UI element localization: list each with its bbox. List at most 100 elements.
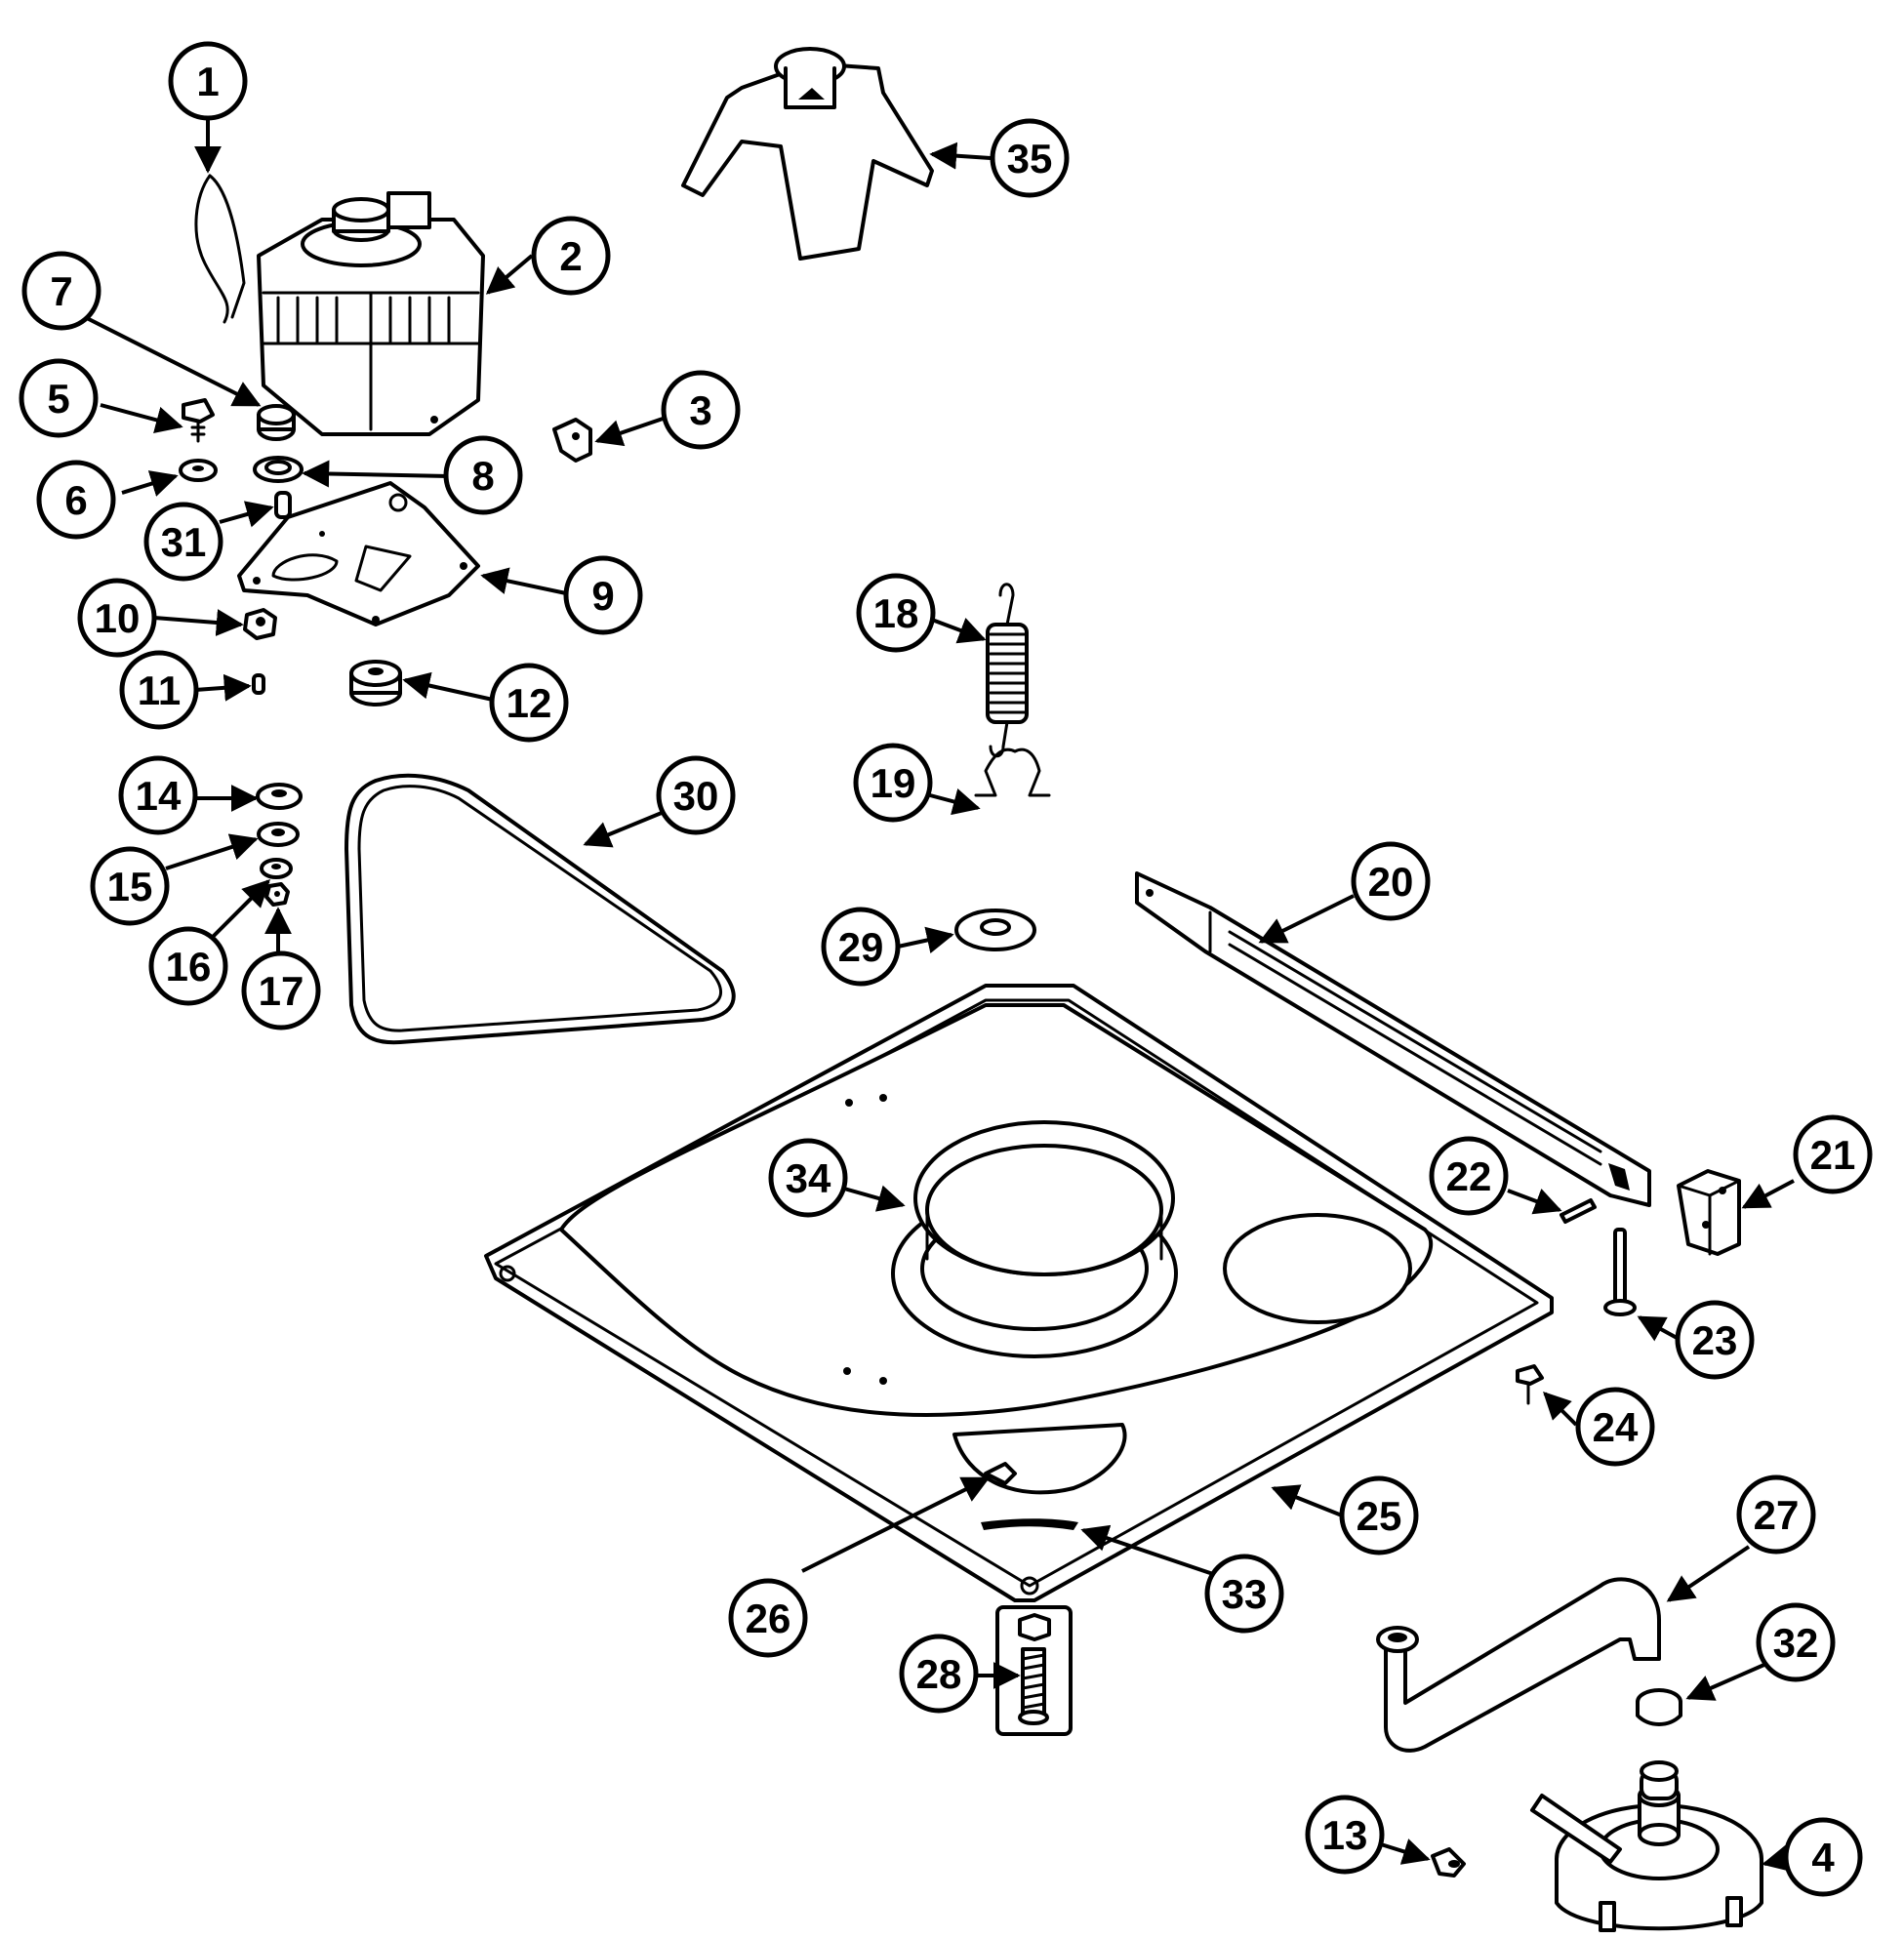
callout-2: 2: [531, 216, 611, 296]
leader-3: [594, 415, 669, 447]
callout-21-label: 21: [1810, 1132, 1856, 1178]
leader-34: [843, 1185, 906, 1212]
callout-17-label: 17: [259, 968, 304, 1014]
callout-27-label: 27: [1754, 1492, 1800, 1538]
callout-8: 8: [443, 435, 523, 515]
callout-29: 29: [821, 907, 901, 987]
callout-9: 9: [563, 555, 643, 635]
part-18-spring: [986, 583, 1029, 758]
part-8-ring: [253, 456, 304, 483]
part-20-strap: [1135, 871, 1651, 1207]
callout-34-label: 34: [786, 1155, 831, 1201]
callout-16: 16: [148, 926, 228, 1006]
callout-3-label: 3: [689, 387, 711, 433]
callout-19-label: 19: [871, 760, 916, 806]
callout-14-label: 14: [136, 773, 182, 819]
callout-26: 26: [728, 1578, 808, 1658]
leader-32: [1685, 1662, 1767, 1701]
leader-5: [100, 403, 183, 433]
leader-22: [1507, 1189, 1562, 1215]
callout-17: 17: [241, 950, 321, 1030]
callout-35: 35: [990, 118, 1070, 198]
part-1-wire-clip: [194, 174, 246, 324]
leader-26: [801, 1476, 991, 1573]
callout-26-label: 26: [746, 1596, 791, 1641]
callout-28: 28: [899, 1634, 979, 1714]
part-9-motor-plate: [237, 481, 480, 626]
callout-35-label: 35: [1007, 136, 1053, 182]
part-34-tub-ring: [913, 1120, 1175, 1276]
part-23-pin: [1603, 1228, 1637, 1316]
callout-2-label: 2: [559, 233, 582, 279]
callout-34: 34: [768, 1138, 848, 1218]
callout-13-label: 13: [1322, 1812, 1368, 1858]
leader-9: [480, 567, 567, 595]
callout-16-label: 16: [166, 944, 212, 990]
leader-20: [1258, 894, 1355, 944]
callout-14: 14: [118, 755, 198, 835]
callout-9-label: 9: [591, 573, 614, 619]
leader-30: [583, 806, 674, 848]
callout-1-label: 1: [196, 59, 219, 104]
callout-5: 5: [19, 358, 99, 438]
callout-20-label: 20: [1368, 859, 1414, 905]
part-2-motor: [257, 191, 485, 436]
callout-11-label: 11: [138, 667, 181, 713]
callout-8-label: 8: [471, 453, 494, 499]
part-28-bolt: [995, 1605, 1073, 1736]
leader-25: [1271, 1484, 1343, 1517]
callout-1: 1: [168, 41, 248, 121]
callout-33: 33: [1204, 1554, 1284, 1634]
part-4-pump: [1530, 1760, 1763, 1932]
leader-31: [219, 501, 274, 528]
part-19-clip: [974, 747, 1051, 797]
part-6-washer: [179, 459, 218, 482]
part-29-washer: [954, 909, 1036, 951]
part-11-pin: [252, 673, 265, 695]
leader-lines: [84, 109, 1795, 1873]
callout-29-label: 29: [838, 924, 884, 970]
callout-31: 31: [143, 502, 223, 582]
callout-5-label: 5: [47, 376, 69, 422]
leader-24: [1543, 1392, 1578, 1427]
callout-23: 23: [1675, 1300, 1755, 1380]
leader-10: [153, 609, 244, 636]
callout-25: 25: [1339, 1475, 1419, 1555]
leader-27: [1666, 1545, 1751, 1602]
leader-12: [402, 671, 494, 702]
part-10-nut: [243, 608, 277, 640]
callout-28-label: 28: [916, 1651, 962, 1697]
part-35-spider: [681, 47, 934, 261]
leader-18: [931, 618, 987, 644]
part-16-washer: [260, 858, 293, 879]
callout-15-label: 15: [107, 864, 153, 909]
part-30-belt: [344, 773, 736, 1045]
callout-32-label: 32: [1773, 1620, 1819, 1666]
callout-7: 7: [21, 251, 101, 331]
callout-4: 4: [1783, 1817, 1863, 1897]
callout-15: 15: [90, 846, 170, 926]
part-13-plug: [1431, 1847, 1466, 1878]
part-22-pin: [1560, 1198, 1597, 1224]
leader-35: [929, 141, 992, 170]
leader-15: [165, 833, 259, 870]
callout-6: 6: [36, 460, 116, 540]
part-21-bracket: [1677, 1169, 1741, 1256]
callout-20: 20: [1351, 841, 1431, 921]
callout-10: 10: [77, 578, 157, 658]
part-31-pin: [274, 491, 292, 519]
callout-19: 19: [853, 743, 933, 823]
callout-6-label: 6: [64, 477, 87, 523]
part-17-nut: [264, 882, 290, 907]
part-14-washer: [256, 783, 303, 810]
callout-18: 18: [856, 573, 936, 653]
leader-7: [84, 315, 262, 407]
callout-33-label: 33: [1222, 1571, 1268, 1617]
callout-30: 30: [656, 755, 736, 835]
callout-25-label: 25: [1357, 1493, 1402, 1539]
callout-32: 32: [1756, 1602, 1836, 1682]
leader-6: [121, 470, 179, 497]
callout-3: 3: [661, 370, 741, 450]
leader-13: [1380, 1838, 1431, 1865]
